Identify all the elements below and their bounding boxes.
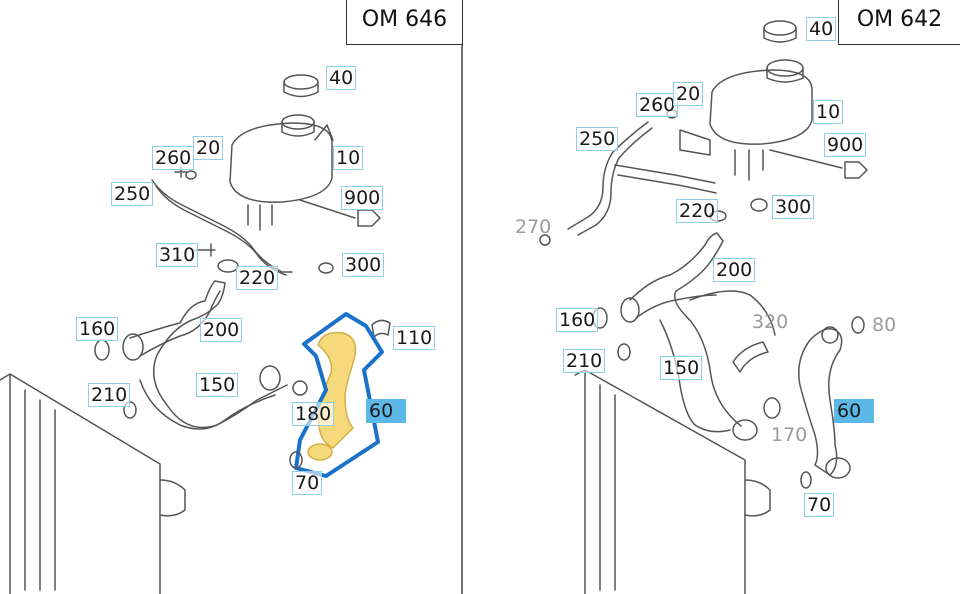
part-label-310-left[interactable]: 310	[156, 243, 199, 267]
radiator-left	[0, 373, 186, 594]
part-label-900-left[interactable]: 900	[341, 186, 384, 210]
part-label-300-right[interactable]: 300	[772, 195, 815, 219]
part-label-160-right[interactable]: 160	[556, 308, 599, 332]
part-label-260-left[interactable]: 260	[152, 146, 195, 170]
part-label-10-left[interactable]: 10	[333, 146, 364, 170]
part-label-70-right[interactable]: 70	[804, 493, 835, 517]
part-label-900-right[interactable]: 900	[824, 133, 867, 157]
part-label-160-left[interactable]: 160	[76, 317, 119, 341]
part-label-110-left[interactable]: 110	[393, 326, 436, 350]
part-label-250-left[interactable]: 250	[111, 182, 154, 206]
part-label-220-right[interactable]: 220	[676, 199, 719, 223]
part-label-20-right[interactable]: 20	[673, 82, 704, 106]
engine-code-om646: OM 646	[346, 0, 463, 45]
part-label-260-right[interactable]: 260	[636, 93, 679, 117]
part-label-180-left[interactable]: 180	[292, 402, 335, 426]
highlight-outline	[294, 312, 384, 478]
part-label-40-left[interactable]: 40	[326, 66, 357, 90]
part-label-200-right[interactable]: 200	[713, 258, 756, 282]
part-label-320-right[interactable]: 320	[752, 311, 789, 333]
part-label-170-right[interactable]: 170	[771, 424, 808, 446]
engine-code-om642: OM 642	[838, 0, 960, 45]
part-label-300-left[interactable]: 300	[342, 253, 385, 277]
part-label-210-left[interactable]: 210	[88, 383, 131, 407]
cap-part-right	[763, 20, 797, 43]
part-label-270-right[interactable]: 270	[515, 216, 552, 238]
part-label-60-left-selected[interactable]: 60	[366, 399, 407, 423]
cap-part-left	[283, 74, 319, 98]
expansion-tank-right	[679, 59, 813, 181]
part-label-250-right[interactable]: 250	[576, 127, 619, 151]
expansion-tank-left	[229, 114, 334, 231]
part-label-20-left[interactable]: 20	[193, 136, 224, 160]
part-label-10-right[interactable]: 10	[813, 100, 844, 124]
part-label-80-right[interactable]: 80	[872, 314, 897, 336]
radiator-right	[574, 369, 771, 594]
part-label-40-right[interactable]: 40	[806, 17, 837, 41]
part-label-200-left[interactable]: 200	[200, 318, 243, 342]
part-label-210-right[interactable]: 210	[563, 349, 606, 373]
part-label-60-right-selected[interactable]: 60	[834, 399, 875, 423]
part-label-70-left[interactable]: 70	[292, 471, 323, 495]
part-label-220-left[interactable]: 220	[236, 266, 279, 290]
part-label-150-right[interactable]: 150	[660, 356, 703, 380]
part-label-150-left[interactable]: 150	[196, 373, 239, 397]
